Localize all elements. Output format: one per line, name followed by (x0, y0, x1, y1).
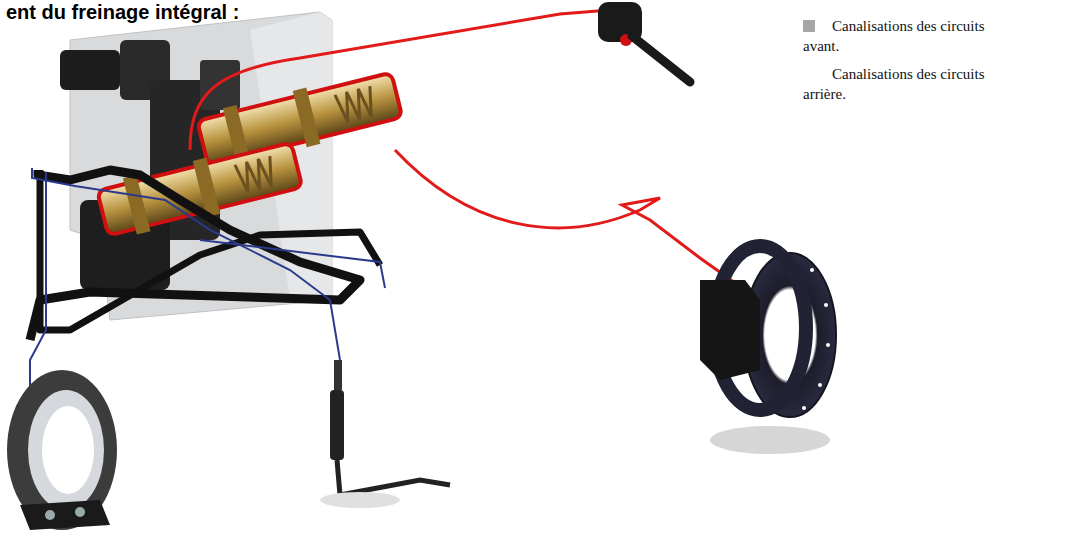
legend-text: Canalisations des circuits arrière. (803, 66, 984, 102)
legend-entry: Canalisations des circuits arrière. (803, 64, 993, 104)
legend-swatch (803, 20, 815, 32)
legend-entry: Canalisations des circuits avant. (803, 16, 993, 56)
diagram-title: ent du freinage intégral : (6, 1, 239, 24)
legend-swatch (803, 68, 815, 80)
legend-text: Canalisations des circuits avant. (803, 18, 984, 54)
